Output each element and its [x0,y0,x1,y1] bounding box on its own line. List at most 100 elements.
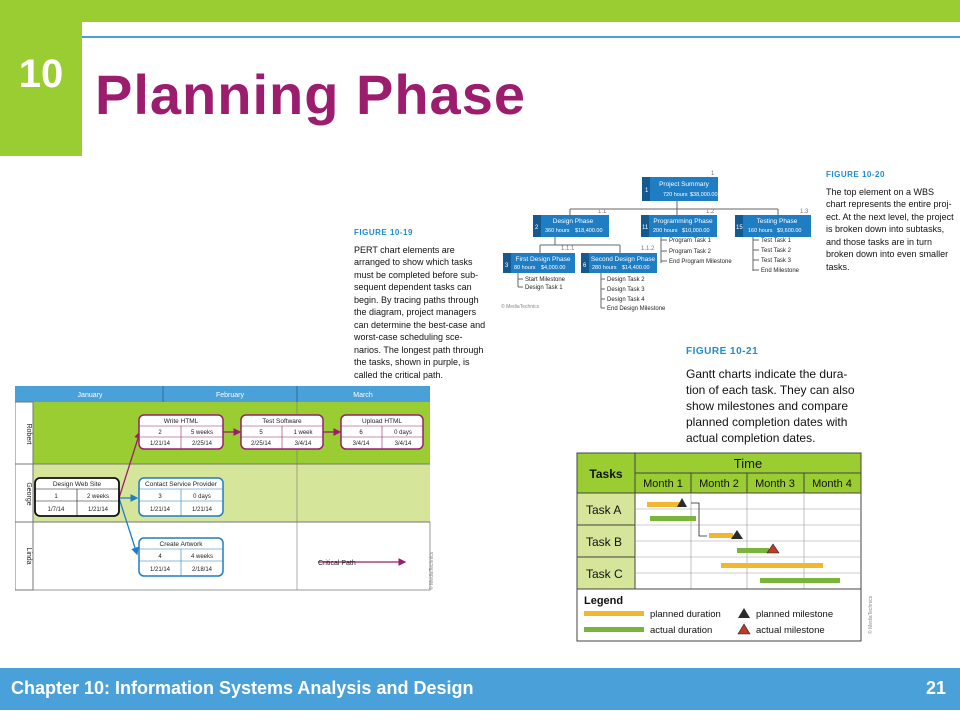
wbs-leaf-item: End Design Milestone [607,306,666,312]
wbs-phase-hours: 200 hours [653,228,678,234]
slide-title: Planning Phase [95,63,526,126]
footer-bar [0,668,960,710]
pert-task-end: 1/21/14 [88,507,109,513]
wbs-leaf-item: End Milestone [761,268,800,274]
wbs-phase-hours: 360 hours [545,228,570,234]
wbs-leaf-item: Start Milestone [525,277,566,283]
pert-month-label: January [78,392,103,399]
pert-critical-path-label: Critical Path [318,560,356,567]
gantt-credit: © MediaTechnics [867,595,874,634]
pert-task-end: 2/25/14 [192,441,213,447]
legend-planned-milestone-icon [738,608,750,618]
legend-planned-bar [584,611,644,616]
legend-actual-milestone-icon [737,623,751,635]
legend-actual-milestone: actual milestone [756,625,825,636]
wbs-root-name: Project Summary [659,181,710,188]
gantt-planned-bar [721,563,823,568]
wbs-subphase-id: 6 [583,263,587,269]
figure-19-label: FIGURE 10-19 [354,228,413,237]
pert-task-id: 2 [158,430,162,436]
gantt-chart: Tasks Time Month 1 Month 2 Month 3 Month… [576,452,874,642]
pert-task-duration: 2 weeks [87,494,109,500]
pert-task-id: 5 [259,430,263,436]
pert-task-start: 2/25/14 [251,441,272,447]
pert-task-node: Contact Service Provider 3 0 days 1/21/1… [138,477,224,517]
pert-person-label: Robert [25,423,32,444]
pert-task-name: Design Web Site [53,481,102,488]
pert-task-name: Contact Service Provider [145,481,218,488]
gantt-planned-bar [709,533,733,538]
wbs-phase-num: 1.1 [598,209,607,215]
gantt-actual-bar [650,516,696,521]
pert-task-duration: 1 week [293,430,313,436]
wbs-root-node [642,177,718,201]
pert-task-node: Design Web Site 1 2 weeks 1/7/14 1/21/14 [34,477,120,517]
pert-month-label: March [353,392,373,399]
gantt-task-label: Task B [586,535,622,549]
gantt-task-cell [576,524,636,558]
wbs-subphase-cost: $4,000.00 [541,265,565,271]
chapter-tab [0,0,82,156]
gantt-planned-milestone [731,530,743,539]
gantt-actual-bar [737,548,769,553]
pert-task-node: Upload HTML 6 0 days 3/4/14 3/4/14 [340,414,424,450]
wbs-phase-node [533,215,609,237]
pert-task-duration: 0 days [193,494,211,500]
wbs-leaf-item: Program Task 2 [669,249,712,255]
pert-task-start: 1/21/14 [150,507,171,513]
wbs-subphase-cost: $14,400.00 [622,265,650,271]
gantt-task-label: Task A [586,503,621,517]
wbs-root-id: 1 [645,188,649,194]
footer-chapter-text: Chapter 10: Information Systems Analysis… [11,678,474,698]
wbs-phase-num: 1.2 [706,209,715,215]
pert-task-start: 1/21/14 [150,567,171,573]
wbs-phase-id: 2 [535,225,539,231]
figure-21-label: FIGURE 10-21 [686,346,759,357]
top-accent-bar [0,0,960,22]
wbs-subphase-id: 3 [505,263,509,269]
wbs-phase-node [735,215,811,237]
wbs-phase-name: Design Phase [553,218,594,225]
wbs-subphase-hours: 280 hours [592,265,617,271]
wbs-phase-node [641,215,717,237]
title-rule [82,36,960,38]
gantt-month-label: Month 3 [755,478,795,490]
wbs-phase-cost: $9,600.00 [777,228,801,234]
page-number: 21 [925,678,946,698]
gantt-actual-milestone [766,543,780,554]
chapter-number: 10 [18,52,64,96]
pert-task-duration: 5 weeks [191,430,213,436]
pert-person-label: Linda [25,547,32,564]
pert-task-name: Upload HTML [362,418,402,425]
gantt-tasks-header-cell [576,452,636,494]
wbs-leaf-item: Test Task 1 [761,238,792,244]
pert-credit: © MediaTechnics [428,551,435,590]
wbs-subphase-name: Second Design Phase [591,256,656,263]
pert-task-id: 4 [158,554,162,560]
figure-19-text: PERT chart elements are arranged to show… [354,244,486,380]
wbs-phase-name: Testing Phase [757,218,798,225]
wbs-leaf-item: End Program Milestone [669,259,732,265]
wbs-subphase-node [503,253,575,273]
wbs-root-hours: 720 hours [663,192,688,198]
wbs-leaf-item: Design Task 4 [607,297,645,303]
legend-planned-milestone: planned milestone [756,609,833,620]
legend-planned-duration: planned duration [650,609,721,620]
wbs-phase-cost: $10,000.00 [682,228,710,234]
pert-task-id: 6 [359,430,363,436]
gantt-legend-title: Legend [584,595,623,607]
pert-task-name: Write HTML [164,418,199,425]
pert-person-label: George [25,482,32,505]
pert-task-end: 2/18/14 [192,567,213,573]
pert-chart: January February March Robert George Lin… [15,386,435,591]
gantt-month-label: Month 2 [699,478,739,490]
pert-month-label: February [216,392,245,399]
figure-20-caption: FIGURE 10-20 The top element on a WBS ch… [826,169,954,273]
wbs-subphase-hours: 80 hours [514,265,536,271]
pert-task-start: 3/4/14 [353,441,370,447]
figure-21-text: Gantt charts indicate the dura- tion of … [686,367,855,445]
pert-task-node: Write HTML 2 5 weeks 1/21/14 2/25/14 [138,414,224,450]
gantt-month-label: Month 4 [812,478,852,490]
pert-task-start: 1/7/14 [48,507,65,513]
wbs-subphase-num: 1.1.2 [641,246,655,252]
